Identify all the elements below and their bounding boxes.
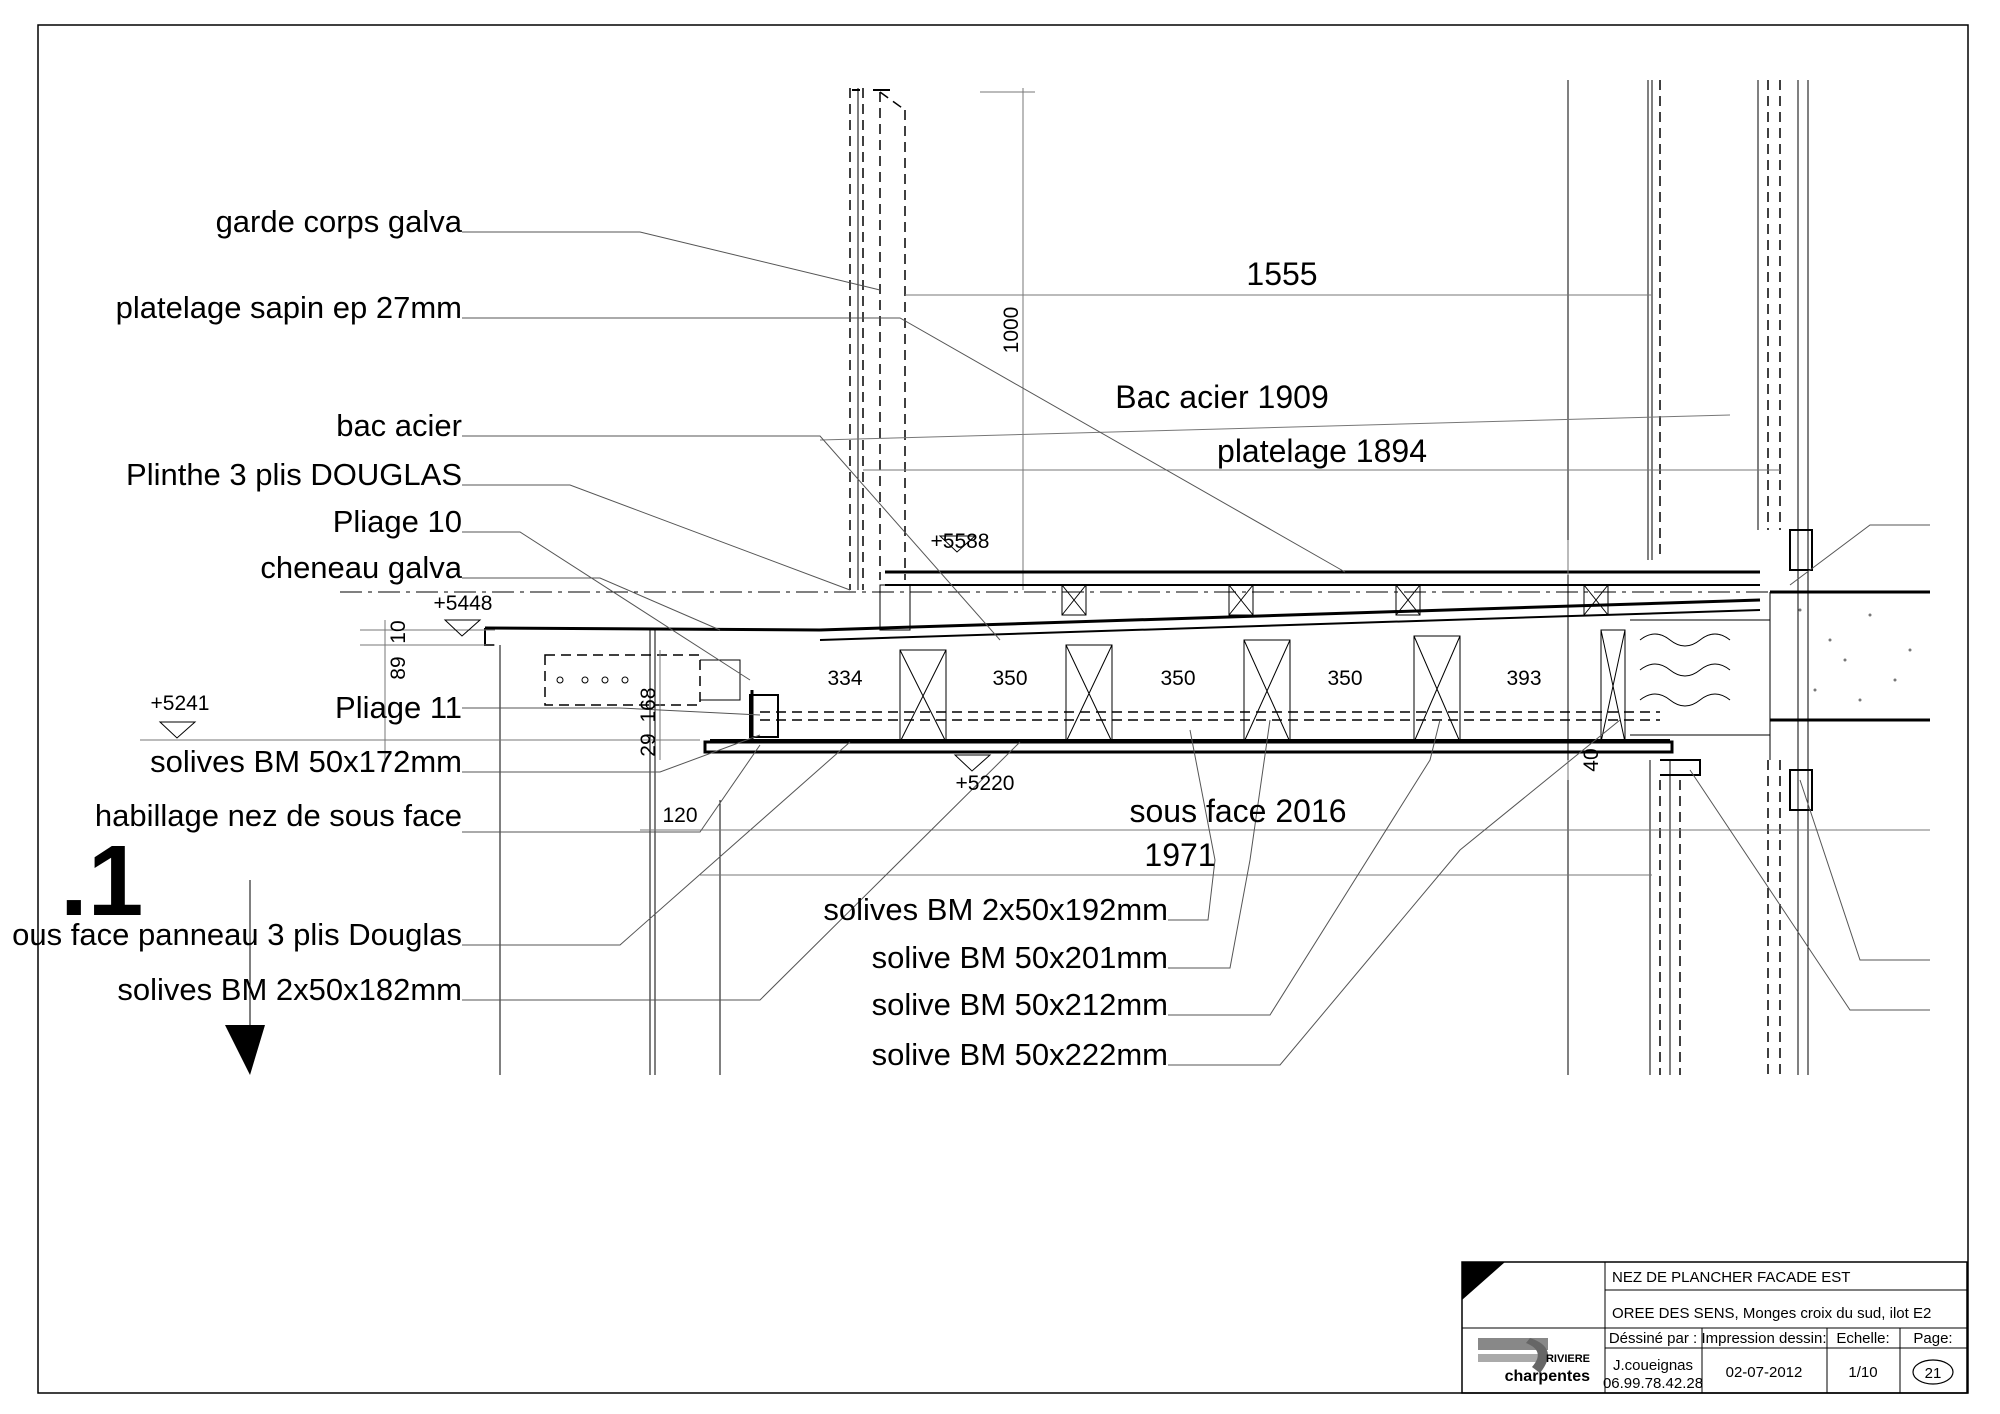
- callout-solive-212: solive BM 50x212mm: [872, 987, 1168, 1022]
- value-page: 21: [1925, 1365, 1942, 1382]
- callout-solives-182: solives BM 2x50x182mm: [117, 972, 462, 1007]
- callout-platelage-sapin: platelage sapin ep 27mm: [116, 290, 462, 325]
- level-5588: +5588: [931, 530, 990, 553]
- callout-habillage: habillage nez de sous face: [95, 798, 462, 833]
- dim-1555: 1555: [1246, 256, 1317, 292]
- level-5241: +5241: [151, 692, 210, 715]
- dim-v29: 29: [637, 733, 660, 756]
- dimensions: 1555 1000 Bac acier 1909 platelage 1894 …: [387, 256, 1603, 873]
- dim-spacing-5: 393: [1506, 667, 1541, 690]
- header-scale: Echelle:: [1836, 1330, 1889, 1347]
- callout-pliage-11: Pliage 11: [335, 690, 462, 725]
- callout-solives-172: solives BM 50x172mm: [150, 744, 462, 779]
- value-phone: 06.99.78.42.28: [1603, 1375, 1703, 1392]
- callout-solives-192: solives BM 2x50x192mm: [823, 892, 1168, 927]
- dim-40: 40: [1580, 748, 1603, 771]
- callouts-bottom: solives BM 2x50x192mm solive BM 50x201mm…: [823, 892, 1168, 1072]
- callout-solive-201: solive BM 50x201mm: [872, 940, 1168, 975]
- value-drawn-by: J.coueignas: [1613, 1357, 1693, 1374]
- callout-sous-face-panneau: ous face panneau 3 plis Douglas: [12, 917, 462, 952]
- logo-riviere: RIVIERE: [1546, 1353, 1590, 1365]
- logo-charpentes: charpentes: [1505, 1368, 1590, 1385]
- callout-cheneau: cheneau galva: [260, 550, 462, 585]
- sheet-border: [37, 24, 1969, 1394]
- dim-v89: 89: [387, 656, 410, 679]
- title-block: NEZ DE PLANCHER FACADE EST OREE DES SENS…: [1461, 1261, 1968, 1394]
- dim-v168: 168: [637, 687, 660, 722]
- dim-1000: 1000: [1000, 307, 1023, 354]
- dim-spacing-4: 350: [1327, 667, 1362, 690]
- section-geometry: [140, 80, 1930, 1075]
- callout-pliage-10: Pliage 10: [333, 504, 462, 539]
- dim-120: 120: [662, 804, 697, 827]
- value-print-date: 02-07-2012: [1726, 1364, 1803, 1381]
- dim-v10: 10: [387, 620, 410, 643]
- dim-spacing-2: 350: [992, 667, 1027, 690]
- dim-bac-acier: Bac acier 1909: [1115, 379, 1328, 415]
- dim-spacing-1: 334: [827, 667, 862, 690]
- title-block-title: NEZ DE PLANCHER FACADE EST: [1612, 1269, 1850, 1286]
- level-5220: +5220: [956, 772, 1015, 795]
- callout-bac-acier: bac acier: [336, 408, 462, 443]
- callout-plinthe: Plinthe 3 plis DOUGLAS: [126, 457, 462, 492]
- value-scale: 1/10: [1848, 1364, 1877, 1381]
- header-page: Page:: [1913, 1330, 1952, 1347]
- levels: +5588 +5448 +5241 +5220: [151, 530, 1015, 795]
- level-5448: +5448: [434, 592, 493, 615]
- callout-solive-222: solive BM 50x222mm: [872, 1037, 1168, 1072]
- dim-sous-face: sous face 2016: [1129, 793, 1346, 829]
- section-mark: .1: [60, 825, 143, 937]
- dim-1971: 1971: [1144, 837, 1215, 873]
- dim-spacing-3: 350: [1160, 667, 1195, 690]
- header-print-date: Impression dessin:: [1701, 1330, 1826, 1347]
- header-drawn-by: Déssiné par :: [1609, 1330, 1697, 1347]
- title-block-project: OREE DES SENS, Monges croix du sud, ilot…: [1612, 1305, 1931, 1322]
- company-logo: RIVIERE charpentes: [1478, 1338, 1590, 1385]
- dim-platelage: platelage 1894: [1217, 433, 1427, 469]
- callout-garde-corps: garde corps galva: [216, 204, 463, 239]
- callouts-left: garde corps galva platelage sapin ep 27m…: [12, 204, 463, 1007]
